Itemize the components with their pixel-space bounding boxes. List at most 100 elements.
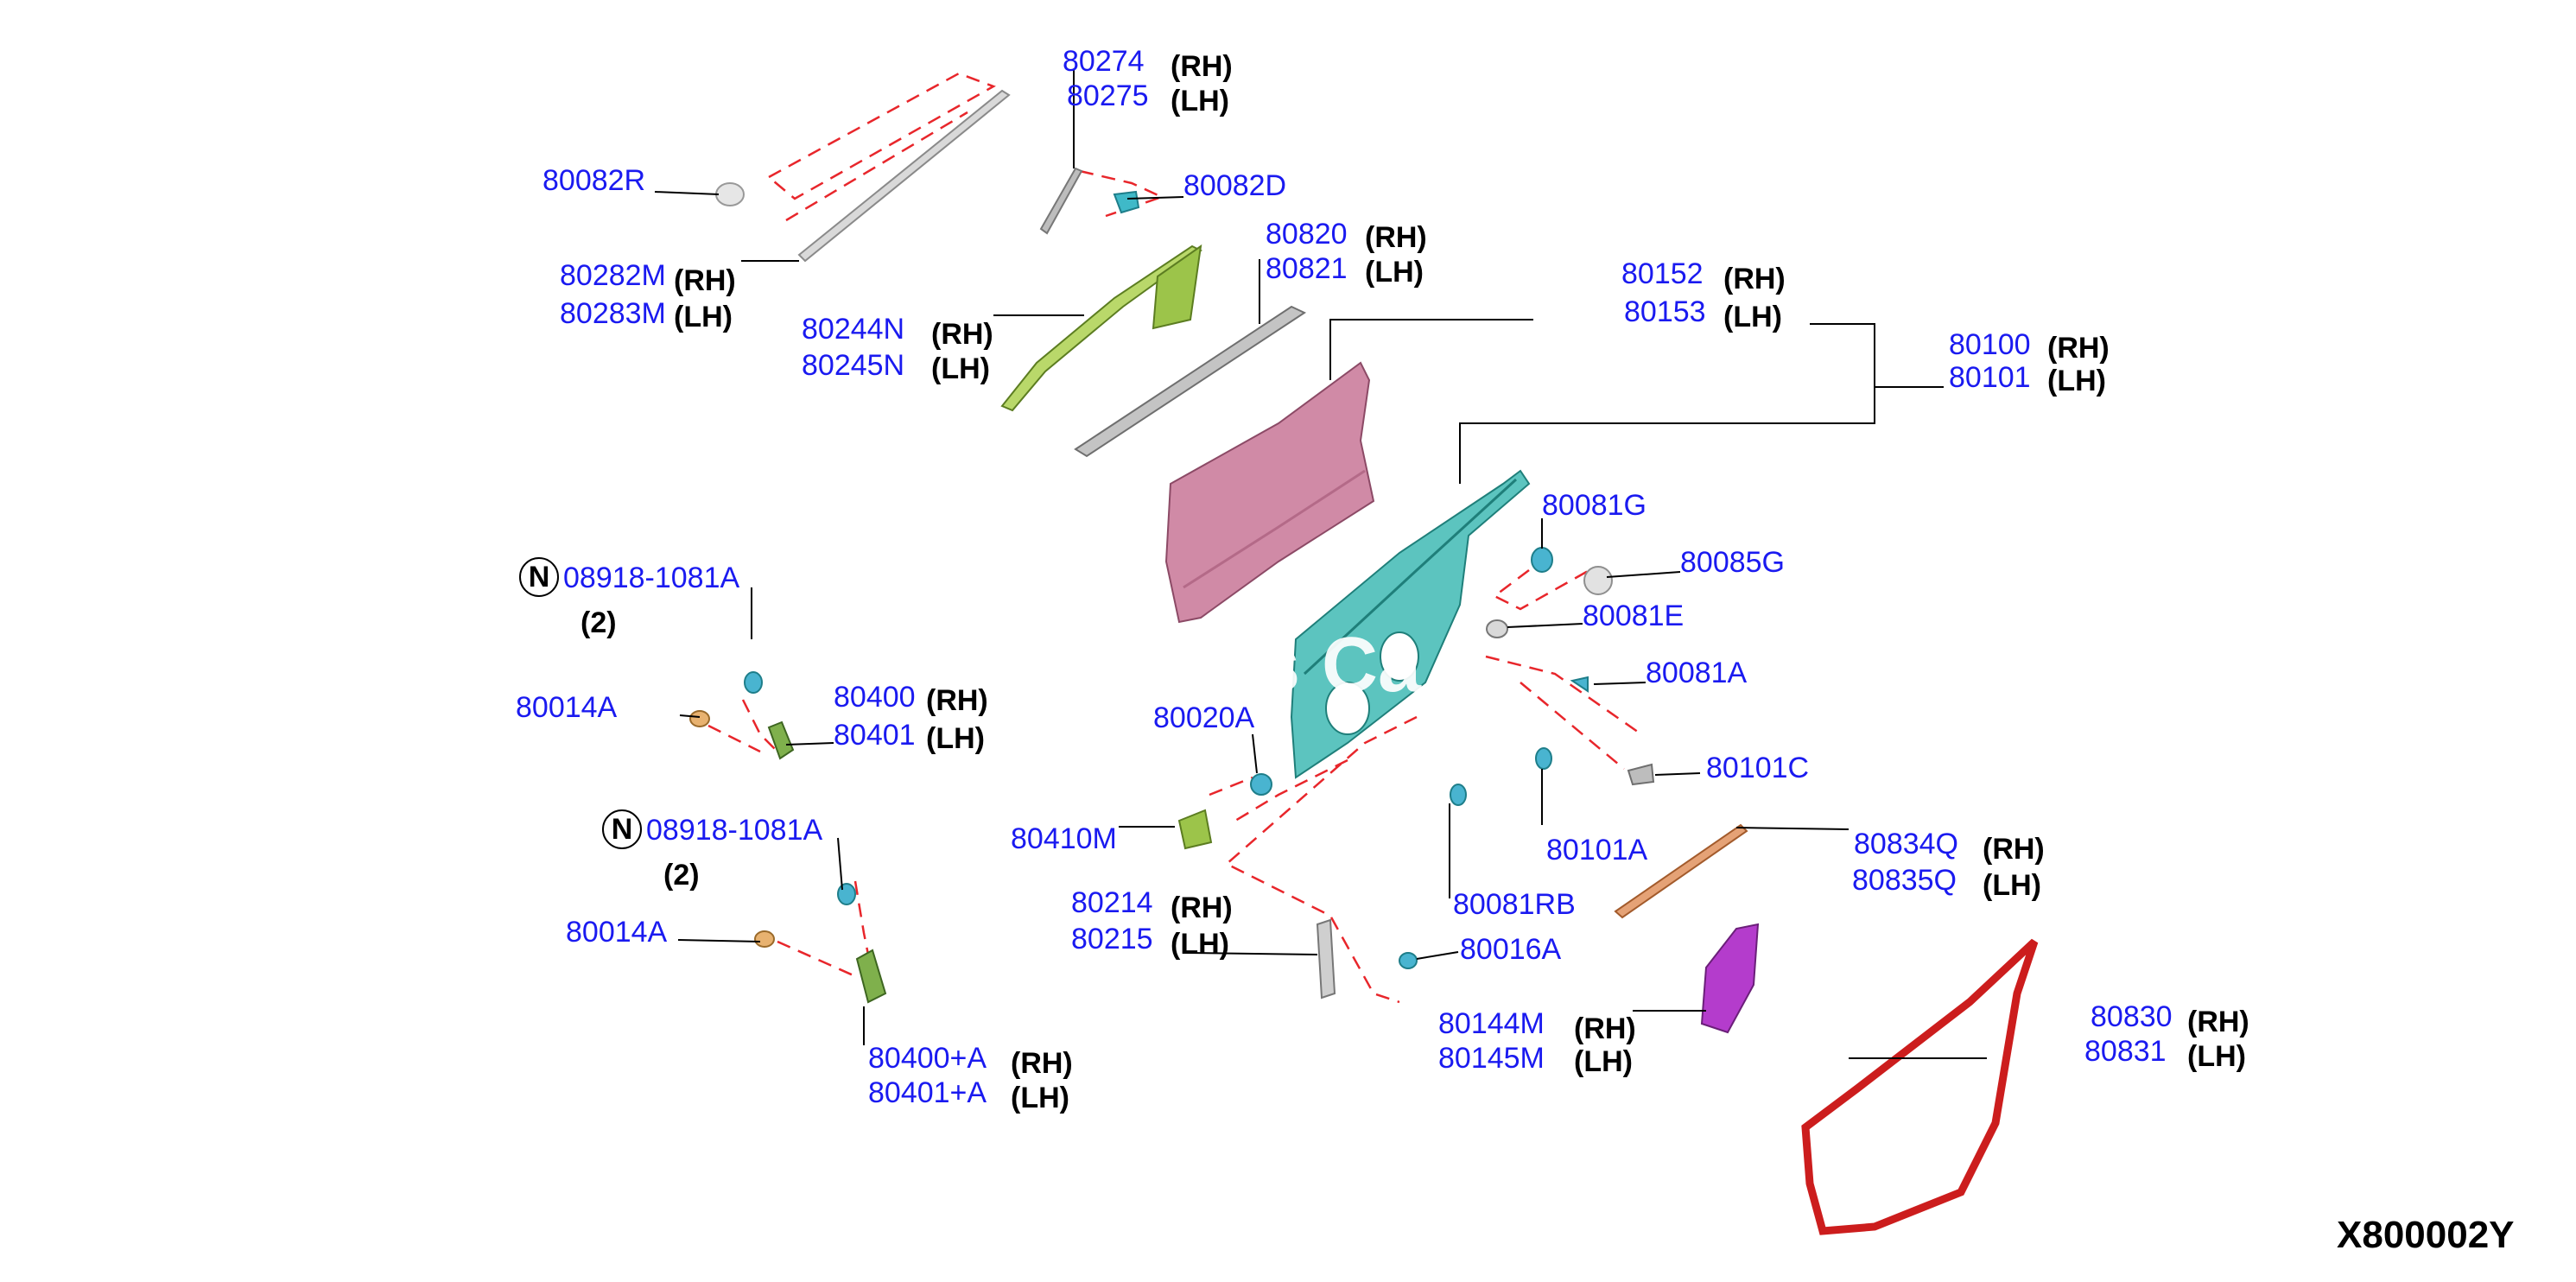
label-p80101A: 80101A	[1546, 834, 1648, 866]
part-number[interactable]: 80153	[1624, 295, 1706, 328]
part-number[interactable]: 80101C	[1706, 752, 1809, 784]
side-label: (LH)	[1171, 928, 1229, 961]
part-number[interactable]: 80014A	[566, 916, 668, 949]
part-number[interactable]: 80100	[1949, 328, 2031, 361]
part-number[interactable]: 80401+A	[868, 1076, 987, 1109]
label-p80014Ab: 80014A	[566, 916, 668, 949]
roof-molding-80282M	[766, 72, 1011, 263]
part-number[interactable]: 08918-1081A	[646, 814, 823, 847]
part-number[interactable]: 80215	[1071, 923, 1153, 955]
part-number[interactable]: 80820	[1266, 218, 1348, 251]
label-p80081E: 80081E	[1583, 600, 1684, 632]
label-p80081A: 80081A	[1646, 657, 1748, 689]
part-number[interactable]: 80081RB	[1453, 888, 1576, 921]
part-number[interactable]: 80282M	[560, 259, 666, 292]
fastener-80081RB	[1450, 784, 1467, 806]
part-number[interactable]: 80101	[1949, 361, 2031, 394]
part-number[interactable]: 80016A	[1460, 933, 1562, 966]
label-p80153: 80153(LH)	[1624, 295, 1782, 333]
leader-lines	[654, 69, 1987, 1059]
fastener-80016A	[1399, 952, 1418, 969]
part-number[interactable]: 80145M	[1438, 1042, 1545, 1075]
label-p80101: 80101(LH)	[1949, 361, 2106, 397]
part-number[interactable]: 80081A	[1646, 657, 1748, 689]
part-number[interactable]: 80245N	[802, 349, 904, 382]
part-number[interactable]: 80244N	[802, 313, 904, 346]
assembly-guide-lines	[707, 169, 1642, 1004]
part-number[interactable]: 80081G	[1542, 489, 1646, 522]
label-p80410M: 80410M	[1011, 822, 1117, 855]
side-label: (RH)	[1365, 221, 1427, 254]
label-p80100: 80100(RH)	[1949, 328, 2110, 365]
part-number[interactable]: 80081E	[1583, 600, 1684, 632]
side-label: (LH)	[2187, 1040, 2246, 1073]
part-number[interactable]: 80082D	[1183, 169, 1286, 202]
side-label: (LH)	[926, 722, 985, 755]
part-number[interactable]: 80834Q	[1854, 828, 1958, 860]
new-part-badge	[602, 809, 642, 849]
label-p08918a: N 08918-1081A (2)	[519, 557, 740, 639]
label-p80282M: 80282M(RH)	[560, 259, 736, 297]
label-p80245N: 80245N(LH)	[802, 349, 990, 385]
side-label: (RH)	[674, 264, 736, 297]
label-p80082D: 80082D	[1183, 169, 1286, 202]
cover-80144M	[1700, 923, 1760, 1034]
part-number[interactable]: 80410M	[1011, 822, 1117, 855]
fastener-80081A	[1570, 676, 1589, 693]
part-number[interactable]: 80020A	[1153, 701, 1255, 734]
label-p80400A: 80400+A(RH)	[868, 1042, 1073, 1080]
label-p80144M: 80144M (RH)	[1438, 1007, 1636, 1045]
new-part-badge	[519, 557, 559, 597]
hinge-80400A	[754, 883, 887, 1004]
label-p80275: 80275 (LH)	[1067, 79, 1229, 117]
part-number[interactable]: 80014A	[516, 691, 618, 724]
label-p80830: 80830 (RH)	[2091, 1000, 2249, 1038]
label-p80835Q: 80835Q(LH)	[1852, 864, 2041, 902]
part-number[interactable]: 80085G	[1680, 546, 1785, 579]
part-number[interactable]: 80144M	[1438, 1007, 1545, 1040]
part-number[interactable]: 80401	[834, 719, 916, 752]
part-number[interactable]: 80082R	[542, 164, 645, 197]
label-p80214: 80214 (RH)	[1071, 886, 1233, 924]
clip-80082D	[1113, 190, 1140, 214]
label-p80081G: 80081G	[1542, 489, 1646, 522]
side-label: (RH)	[2187, 1006, 2249, 1038]
label-p80244N: 80244N(RH)	[802, 313, 993, 351]
label-p80101C: 80101C	[1706, 752, 1809, 784]
side-label: (LH)	[674, 301, 733, 333]
label-p80283M: 80283M(LH)	[560, 297, 733, 333]
label-p80145M: 80145M(LH)	[1438, 1042, 1633, 1078]
quantity-label: (2)	[581, 606, 617, 639]
label-p80085G: 80085G	[1680, 546, 1785, 579]
part-number[interactable]: 80214	[1071, 886, 1153, 919]
fastener-80081G	[1531, 547, 1553, 573]
quantity-label: (2)	[663, 859, 700, 892]
part-number[interactable]: 80274	[1063, 45, 1145, 78]
part-number[interactable]: 80101A	[1546, 834, 1648, 866]
part-number[interactable]: 80283M	[560, 297, 666, 330]
fastener-80081E	[1486, 619, 1508, 638]
part-number[interactable]: 80275	[1067, 79, 1149, 112]
part-number[interactable]: 80821	[1266, 252, 1348, 285]
label-p80834Q: 80834Q(RH)	[1854, 828, 2045, 866]
side-label: (LH)	[1011, 1082, 1069, 1114]
part-number[interactable]: 80831	[2084, 1035, 2167, 1068]
clip-80082R	[715, 182, 745, 206]
side-label: (RH)	[1171, 892, 1233, 924]
label-p80820: 80820 (RH)	[1266, 218, 1427, 254]
belt-molding-80820	[1074, 305, 1307, 458]
new-part-badge-letter: N	[529, 561, 550, 593]
part-number[interactable]: 80400+A	[868, 1042, 987, 1075]
part-number[interactable]: 80830	[2091, 1000, 2173, 1033]
part-number[interactable]: 80152	[1621, 257, 1704, 290]
side-label: (RH)	[1574, 1012, 1636, 1045]
side-label: (RH)	[1171, 50, 1233, 83]
side-label: (LH)	[1365, 256, 1424, 289]
label-p80082R: 80082R	[542, 164, 645, 197]
side-label: (LH)	[1171, 85, 1229, 117]
part-number[interactable]: 80835Q	[1852, 864, 1957, 897]
part-number[interactable]: 80400	[834, 681, 916, 714]
check-link-80214	[1316, 918, 1336, 1000]
part-number[interactable]: 08918-1081A	[563, 562, 740, 594]
new-part-badge-letter: N	[612, 813, 633, 846]
